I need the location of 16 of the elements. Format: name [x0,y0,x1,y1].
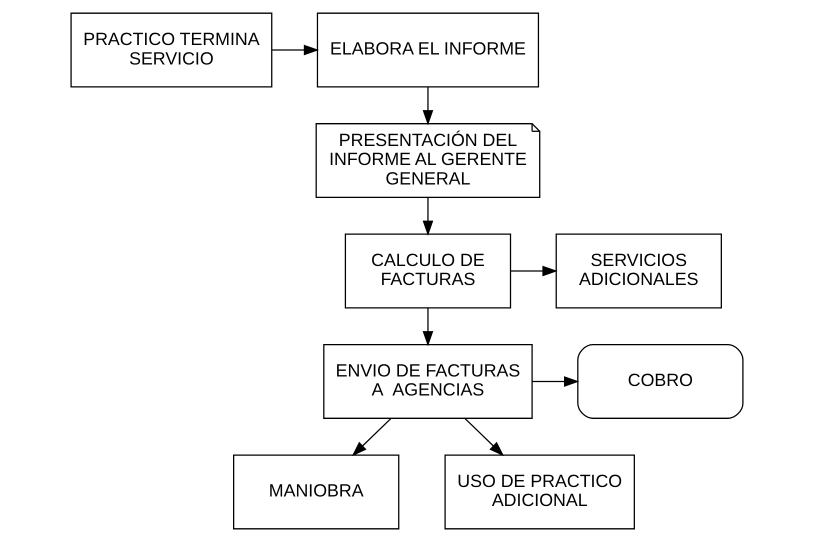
node-box: ELABORA EL INFORME [316,12,540,88]
arrow [352,418,392,456]
node-box: CALCULO DE FACTURAS [344,234,512,308]
arrow [272,44,320,56]
node-box: USO DE PRACTICO ADICIONAL [444,454,635,530]
node-box: PRACTICO TERMINA SERVICIO [70,12,272,88]
arrow [510,266,558,276]
arrow [422,198,434,236]
arrow [422,308,434,346]
node-box: MANIOBRA [233,454,400,530]
node-box: ENVIO DE FACTURAS A AGENCIAS [323,344,533,419]
node-box: SERVICIOS ADICIONALES [556,234,722,308]
arrow [532,376,580,387]
node-box: COBRO [577,344,744,419]
arrow [422,87,434,126]
arrow [464,418,504,456]
